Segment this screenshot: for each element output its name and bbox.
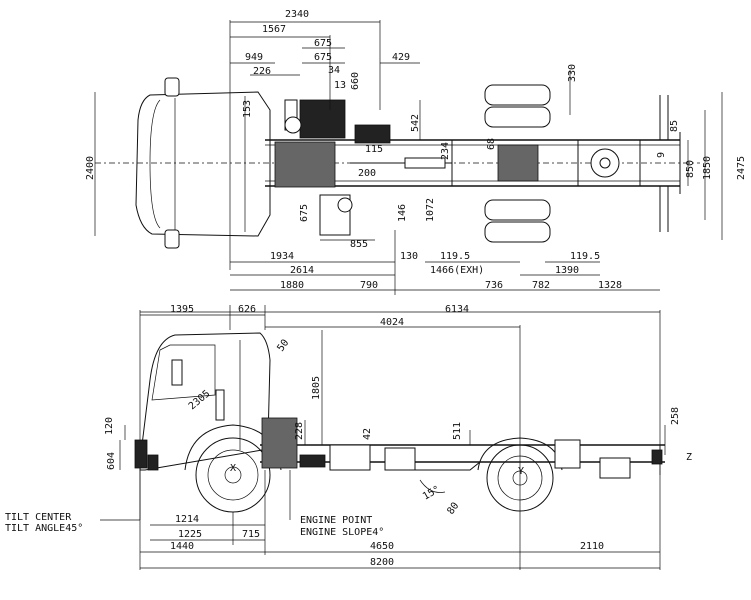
dim-1328: 1328 (598, 280, 622, 291)
dim-115: 115 (365, 144, 383, 155)
dim-782: 782 (532, 280, 550, 291)
dim-80: 80 (445, 501, 461, 517)
dim-228: 228 (294, 422, 305, 440)
dim-6134: 6134 (445, 304, 469, 315)
dim-4650: 4650 (370, 541, 394, 552)
dim-1466-exh: 1466(EXH) (430, 265, 484, 276)
top-view: 2340 1567 675 675 34 949 226 13 429 660 … (85, 9, 747, 295)
dim-130: 130 (400, 251, 418, 262)
dim-1934: 1934 (270, 251, 294, 262)
dim-42: 42 (362, 428, 373, 440)
dim-8200: 8200 (370, 557, 394, 568)
dim-13: 13 (334, 80, 346, 91)
dim-1225: 1225 (178, 529, 202, 540)
dim-50: 50 (275, 338, 291, 354)
dim-542: 542 (410, 114, 421, 132)
dim-660: 660 (350, 72, 361, 90)
dim-120: 120 (104, 417, 115, 435)
dim-330: 330 (567, 64, 578, 82)
dim-511: 511 (452, 422, 463, 440)
side-view: X Y (5, 304, 692, 570)
dim-2475: 2475 (736, 156, 747, 180)
dim-15deg: 15° (421, 484, 442, 503)
dim-2340: 2340 (285, 9, 309, 20)
dim-675-b: 675 (314, 52, 332, 63)
dim-146: 146 (397, 204, 408, 222)
dim-1567: 1567 (262, 24, 286, 35)
engine-slope-label: ENGINE SLOPE4° (300, 527, 384, 538)
dim-2400: 2400 (85, 156, 96, 180)
tilt-center-label: TILT CENTER (5, 512, 72, 523)
top-rear-brackets (659, 95, 669, 232)
engine-point-label: ENGINE POINT (300, 515, 372, 526)
dim-119-5-a: 119.5 (440, 251, 470, 262)
dim-1072: 1072 (425, 198, 436, 222)
dim-226: 226 (253, 66, 271, 77)
dim-855: 855 (350, 239, 368, 250)
top-engine (274, 99, 452, 236)
dim-1440: 1440 (170, 541, 194, 552)
top-cab (135, 77, 271, 249)
dim-675-c: 675 (299, 204, 310, 222)
wheel-y-label: Y (518, 466, 524, 477)
tilt-angle-label: TILT ANGLE45° (5, 523, 83, 534)
dim-790: 790 (360, 280, 378, 291)
dim-2110: 2110 (580, 541, 604, 552)
dim-1214: 1214 (175, 514, 199, 525)
z-mark: Z (686, 452, 692, 463)
dim-604: 604 (106, 452, 117, 470)
dim-850: 850 (685, 160, 696, 178)
dim-736: 736 (485, 280, 503, 291)
dim-68: 68 (486, 138, 497, 150)
dim-1805: 1805 (311, 376, 322, 400)
dim-1880: 1880 (280, 280, 304, 291)
dim-1390: 1390 (555, 265, 579, 276)
side-cab (134, 332, 271, 471)
dim-626: 626 (238, 304, 256, 315)
dim-675-a: 675 (314, 38, 332, 49)
top-rear-tyres (484, 84, 620, 243)
dim-715: 715 (242, 529, 260, 540)
dim-234: 234 (440, 142, 451, 160)
side-dimension-lines (100, 305, 666, 570)
dim-429: 429 (392, 52, 410, 63)
dim-1850: 1850 (702, 156, 713, 180)
wheel-x-label: X (230, 463, 236, 474)
dim-2614: 2614 (290, 265, 314, 276)
dim-85: 85 (669, 120, 680, 132)
dim-34: 34 (328, 65, 340, 76)
dim-119-5-b: 119.5 (570, 251, 600, 262)
dim-9: 9 (656, 152, 667, 158)
dim-1395: 1395 (170, 304, 194, 315)
dim-2305: 2305 (187, 388, 213, 412)
dim-153: 153 (242, 100, 253, 118)
dim-4024: 4024 (380, 317, 404, 328)
dim-949: 949 (245, 52, 263, 63)
top-dimension-lines (94, 20, 723, 295)
dim-200: 200 (358, 168, 376, 179)
side-components (261, 417, 663, 479)
dim-258: 258 (670, 407, 681, 425)
